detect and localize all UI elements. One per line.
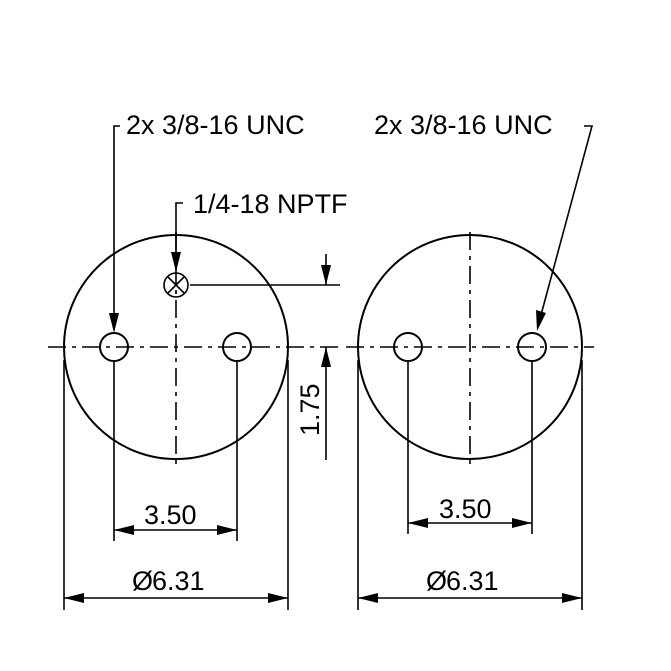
left-thread-callout: 2x 3/8-16 UNC: [126, 110, 305, 140]
left-hole-spacing-value: 3.50: [144, 500, 197, 530]
left-diameter-symbol: Ø: [132, 566, 153, 596]
right-diameter-symbol: Ø: [426, 566, 447, 596]
port-offset-value: 1.75: [295, 383, 325, 436]
air-port-icon: [163, 272, 189, 298]
port-offset-dimension: [190, 254, 340, 460]
left-diameter-dimension: [63, 360, 289, 610]
port-leader: [171, 202, 183, 272]
right-thread-callout: 2x 3/8-16 UNC: [374, 110, 553, 140]
right-diameter-value: 6.31: [446, 566, 499, 596]
port-callout: 1/4-18 NPTF: [193, 189, 348, 219]
right-hole-spacing-value: 3.50: [439, 494, 492, 524]
right-thread-leader: [536, 125, 594, 331]
left-view: 2x 3/8-16 UNC 1/4-18 NPTF 1.75 3.50: [48, 110, 348, 610]
left-diameter-value: 6.31: [152, 566, 205, 596]
right-diameter-dimension: [357, 360, 583, 610]
right-hole-spacing-dimension: [407, 361, 533, 534]
left-hole-spacing-dimension: [113, 361, 238, 541]
right-view: 2x 3/8-16 UNC 3.50 Ø 6.31: [346, 110, 594, 610]
left-thread-leader: [109, 125, 120, 333]
